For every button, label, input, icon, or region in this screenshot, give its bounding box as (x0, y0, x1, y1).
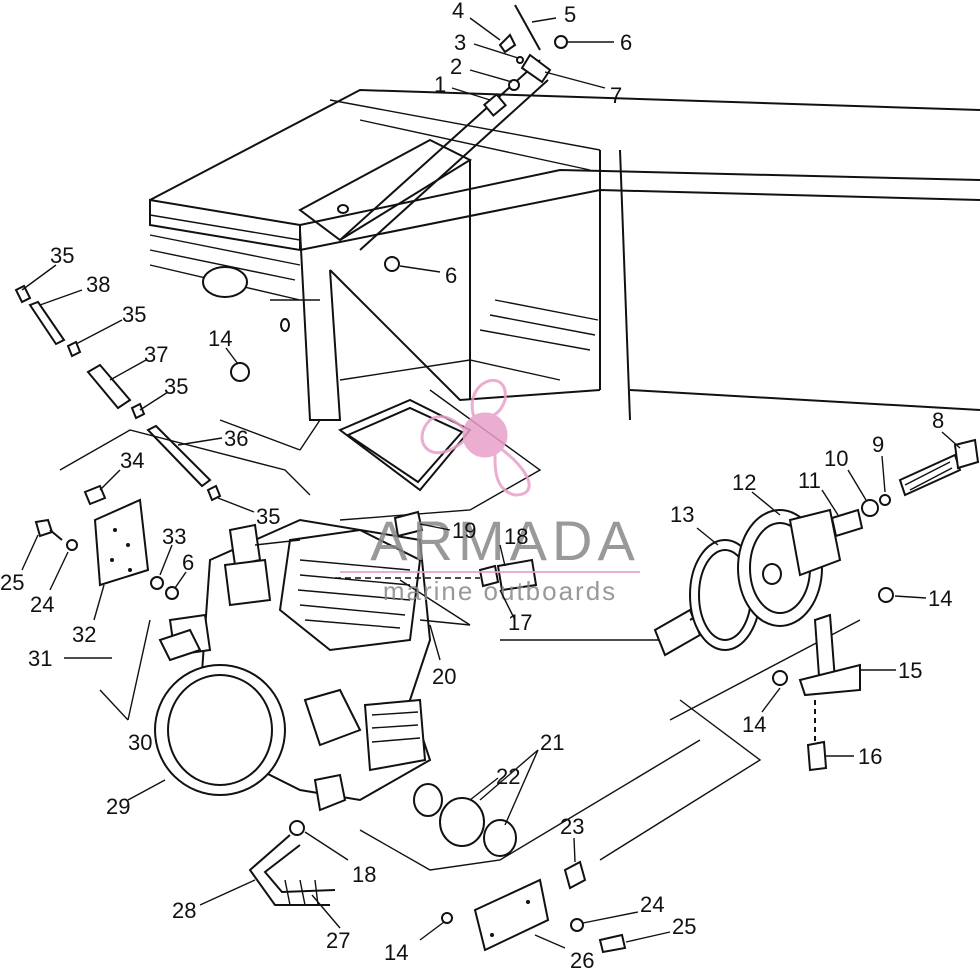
callout-20: 20 (432, 664, 456, 689)
callout-11: 11 (798, 468, 821, 493)
callout-4: 4 (452, 0, 464, 23)
callout-10: 10 (824, 446, 848, 471)
callout-7: 7 (610, 83, 622, 108)
callout-16: 16 (858, 744, 882, 769)
callout-21: 21 (540, 730, 564, 755)
engine-mount-bracket (772, 587, 894, 772)
callout-36: 36 (224, 426, 248, 451)
watermark-brand: ARMADA (370, 509, 640, 572)
left-rod-assembly (14, 284, 311, 502)
clutch-assembly (653, 438, 980, 657)
callout-23: 23 (560, 814, 584, 839)
callout-22: 22 (496, 764, 520, 789)
armada-propeller-logo (420, 378, 531, 497)
callout-6-top: 6 (620, 30, 632, 55)
callout-24-a: 24 (30, 592, 54, 617)
callout-14-b: 14 (928, 586, 952, 611)
callout-18-a: 18 (504, 524, 528, 549)
engine-block (34, 484, 538, 812)
watermark: ARMADA marine outboards (340, 378, 640, 606)
callout-27: 27 (326, 928, 350, 953)
callout-30: 30 (128, 730, 152, 755)
intake-boot-clamps (413, 783, 517, 857)
callout-15: 15 (898, 658, 922, 683)
callout-14-d: 14 (384, 940, 408, 965)
callout-25-a: 25 (0, 570, 24, 595)
callout-6-engine: 6 (182, 550, 194, 575)
callout-26: 26 (570, 948, 594, 970)
callout-33: 33 (162, 524, 186, 549)
callout-35-a: 35 (50, 243, 74, 268)
callout-17: 17 (508, 610, 532, 635)
callout-8: 8 (932, 408, 944, 433)
callout-14-c: 14 (742, 712, 766, 737)
callout-37: 37 (144, 342, 168, 367)
chassis-frame (149, 88, 980, 871)
callout-labels: 1 2 3 4 5 6 7 6 35 38 35 37 35 14 36 34 … (0, 0, 952, 970)
throttle-linkage-top (339, 4, 568, 272)
leader-lines (21, 17, 961, 949)
callout-2: 2 (450, 54, 462, 79)
watermark-tagline: marine outboards (383, 576, 617, 606)
callout-1: 1 (434, 72, 446, 97)
callout-28: 28 (172, 898, 196, 923)
callout-38: 38 (86, 272, 110, 297)
callout-25-b: 25 (672, 914, 696, 939)
callout-24-b: 24 (640, 892, 664, 917)
callout-3: 3 (454, 30, 466, 55)
callout-35-c: 35 (164, 374, 188, 399)
callout-34: 34 (120, 448, 144, 473)
callout-29: 29 (106, 794, 130, 819)
callout-31: 31 (28, 646, 52, 671)
callout-13: 13 (670, 502, 694, 527)
callout-5: 5 (564, 2, 576, 27)
callout-35-d: 35 (256, 504, 280, 529)
callout-14-a: 14 (208, 326, 232, 351)
callout-18-b: 18 (352, 862, 376, 887)
callout-35-b: 35 (122, 302, 146, 327)
lower-bracket-parts (248, 820, 627, 954)
callout-12: 12 (732, 470, 756, 495)
callout-9: 9 (872, 432, 884, 457)
callout-32: 32 (72, 622, 96, 647)
callout-19: 19 (452, 518, 476, 543)
callout-6-frame: 6 (445, 263, 457, 288)
